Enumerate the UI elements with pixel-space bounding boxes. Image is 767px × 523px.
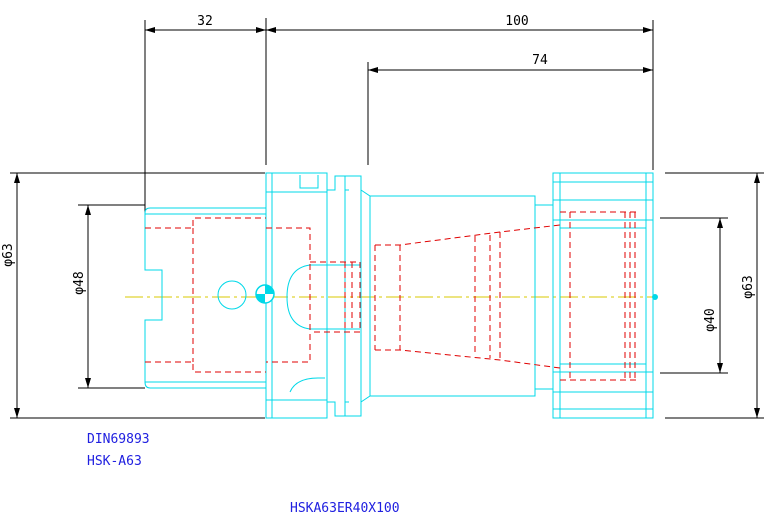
dia63-left-label: φ63 bbox=[1, 243, 16, 266]
dimension-100: 100 bbox=[266, 14, 654, 170]
dim-100-label: 100 bbox=[505, 14, 528, 29]
collet-nut-outline bbox=[552, 172, 658, 419]
hidden-lines bbox=[145, 211, 640, 381]
dimension-dia63-right: φ63 bbox=[665, 172, 764, 419]
dimension-dia40: φ40 bbox=[660, 217, 728, 374]
dia63-right-label: φ63 bbox=[741, 275, 756, 298]
part-number-label: HSKA63ER40X100 bbox=[290, 501, 400, 516]
dimension-dia63-left: φ63 bbox=[1, 172, 265, 419]
flange-outline bbox=[255, 172, 360, 419]
hsk-shank-outline bbox=[144, 207, 266, 389]
standard-label: DIN69893 bbox=[87, 432, 150, 447]
dim-32-label: 32 bbox=[197, 14, 213, 29]
dimension-dia48: φ48 bbox=[72, 204, 145, 389]
dia48-label: φ48 bbox=[72, 271, 87, 294]
dimension-32: 32 bbox=[144, 14, 267, 260]
dim-74-label: 74 bbox=[532, 53, 548, 68]
dia40-label: φ40 bbox=[703, 308, 718, 331]
taper-label: HSK-A63 bbox=[87, 454, 142, 469]
dimension-74: 74 bbox=[367, 53, 653, 165]
body-outline bbox=[327, 175, 553, 417]
